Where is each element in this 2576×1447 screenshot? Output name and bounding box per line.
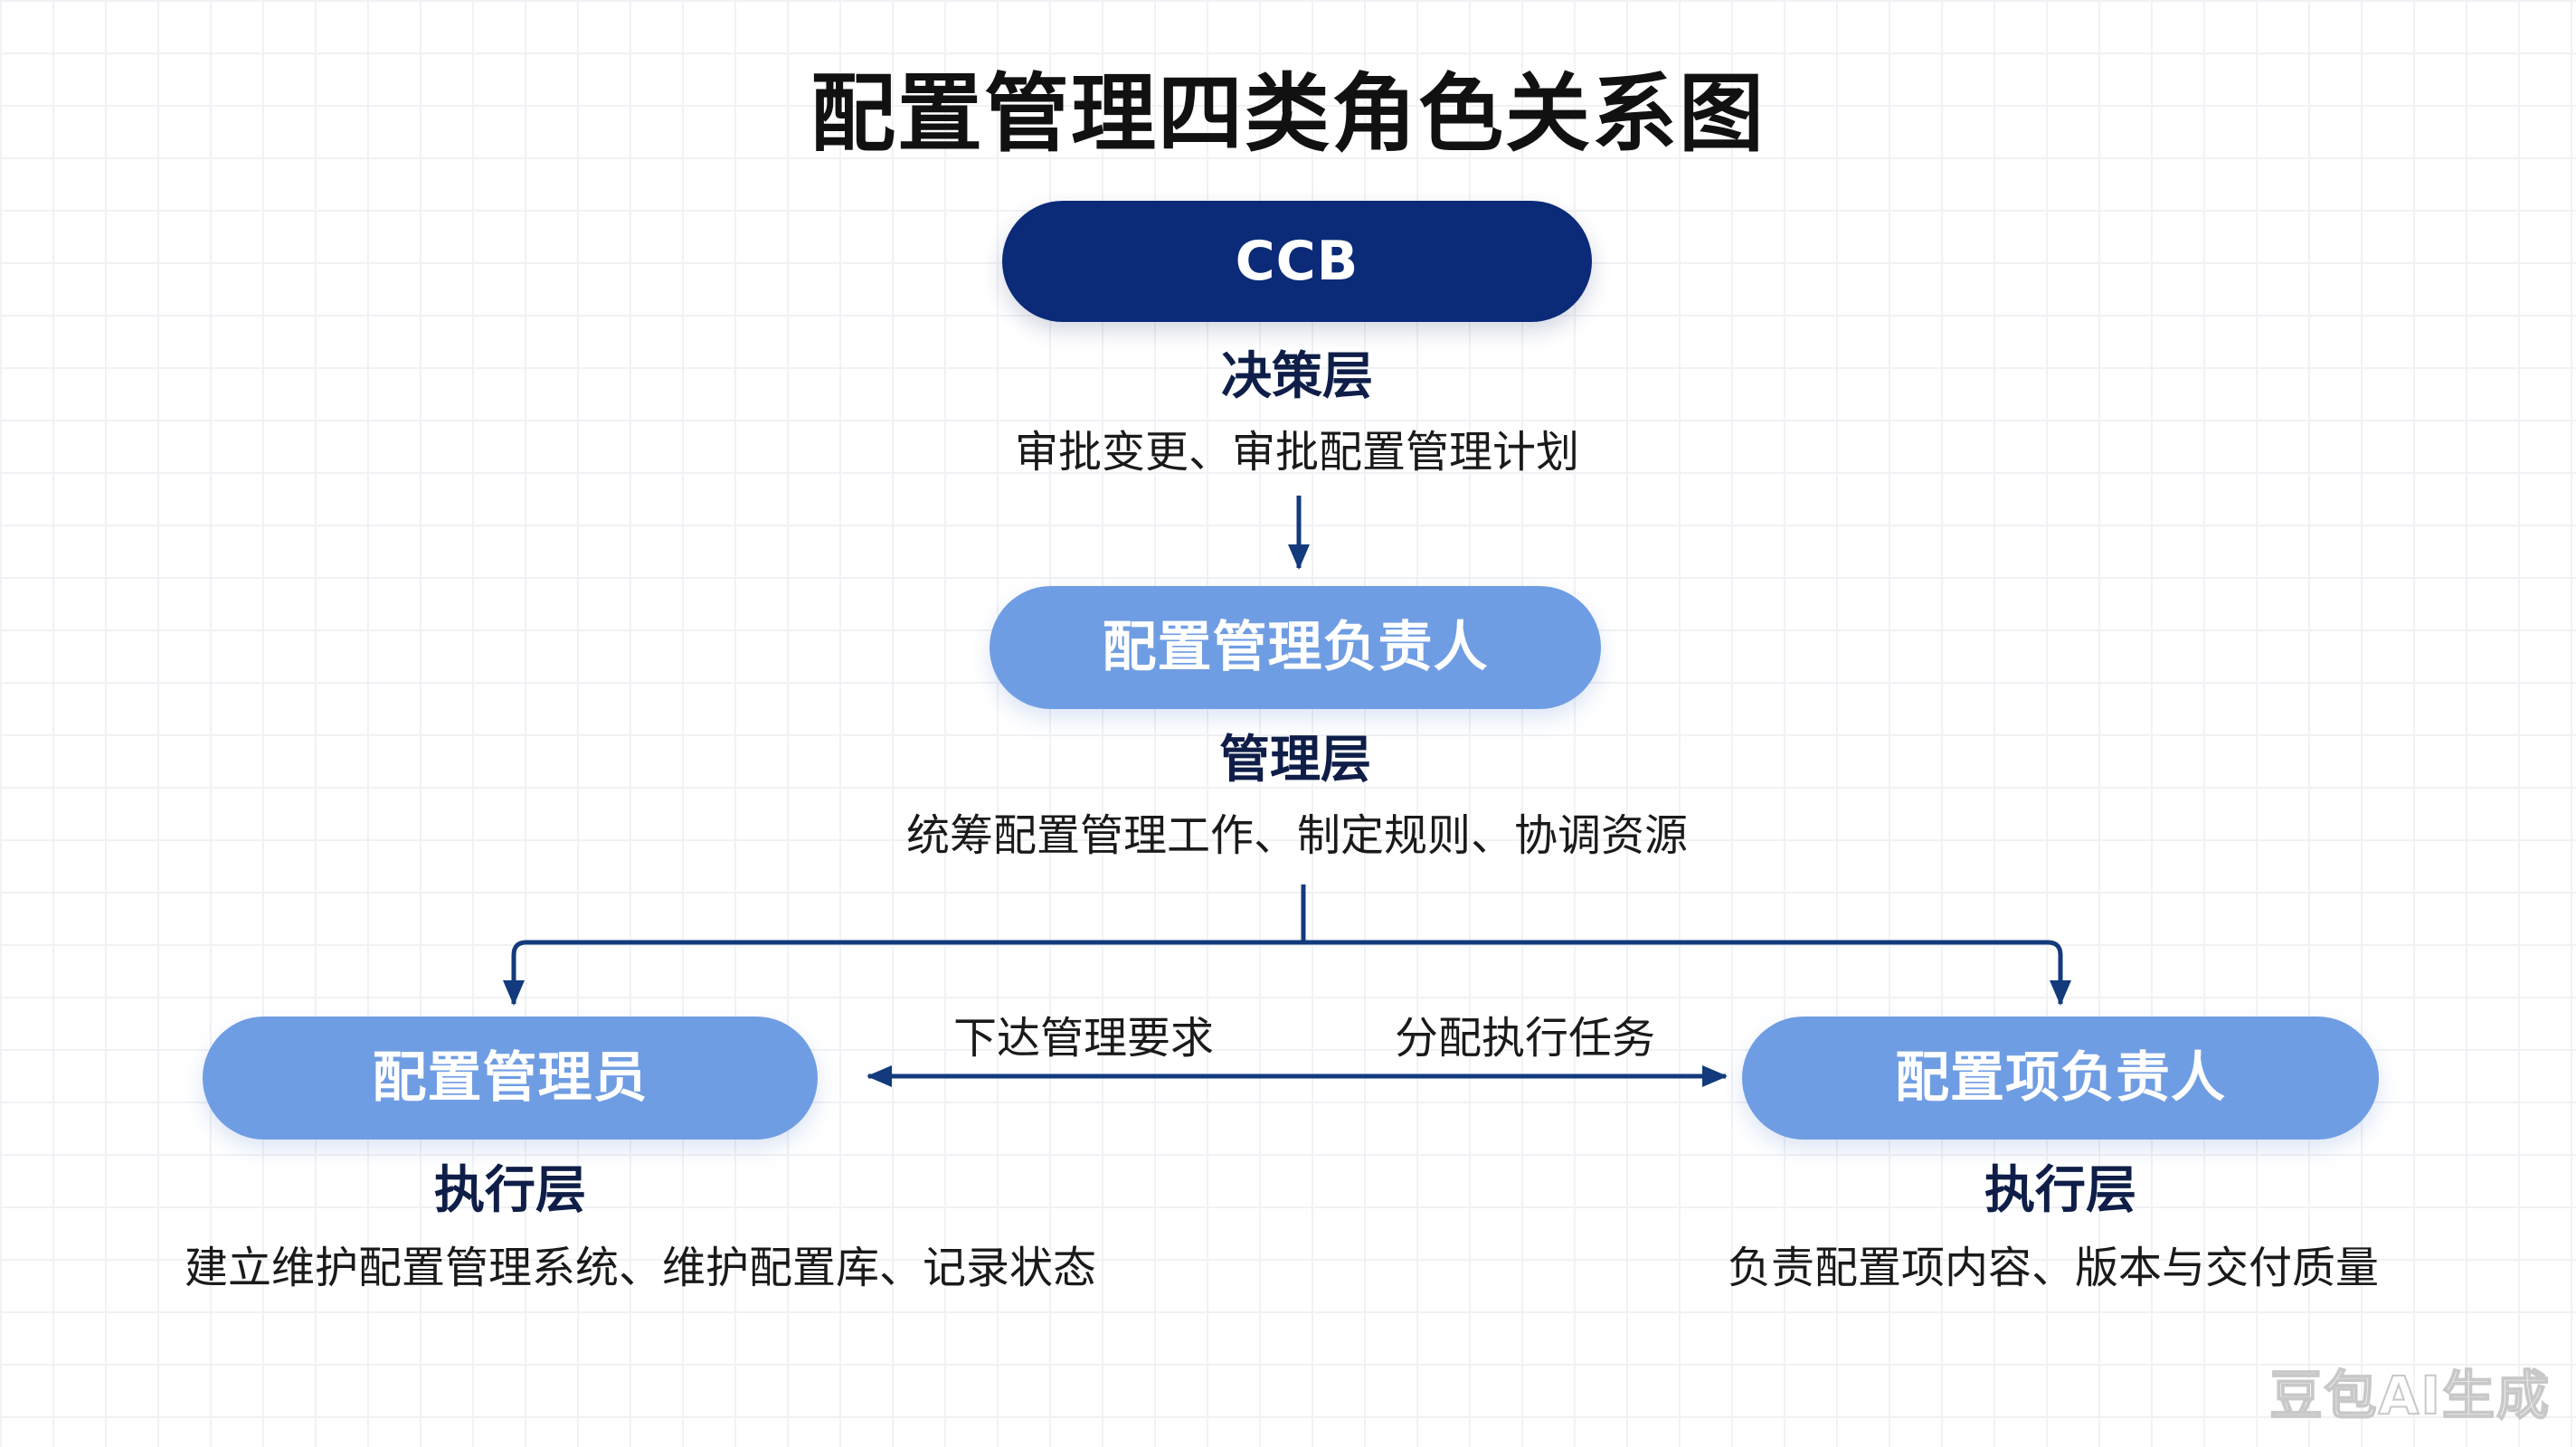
node-config-manager: 配置管理负责人 bbox=[990, 586, 1601, 709]
layer-decision: 决策层 bbox=[1221, 347, 1373, 406]
branch-to-item-owner bbox=[1303, 940, 2071, 1006]
layer-management: 管理层 bbox=[1219, 731, 1371, 790]
node-ccb-label: CCB bbox=[1235, 230, 1359, 293]
page-title: 配置管理四类角色关系图 bbox=[810, 65, 1766, 164]
node-ccb: CCB bbox=[1002, 201, 1592, 322]
node-item-owner-label: 配置项负责人 bbox=[1895, 1046, 2226, 1110]
desc-config-admin: 建立维护配置管理系统、维护配置库、记录状态 bbox=[185, 1243, 1097, 1293]
node-config-admin: 配置管理员 bbox=[203, 1017, 818, 1140]
node-config-admin-label: 配置管理员 bbox=[372, 1046, 649, 1110]
layer-execution-left: 执行层 bbox=[434, 1161, 586, 1220]
desc-config-manager: 统筹配置管理工作、制定规则、协调资源 bbox=[905, 810, 1688, 861]
node-item-owner: 配置项负责人 bbox=[1742, 1017, 2379, 1140]
branch-to-admin bbox=[503, 940, 1303, 1006]
desc-item-owner: 负责配置项内容、版本与交付质量 bbox=[1727, 1243, 2379, 1293]
desc-ccb: 审批变更、审批配置管理计划 bbox=[1014, 427, 1579, 478]
watermark: 豆包AI生成 bbox=[2269, 1364, 2551, 1427]
flow-label-left: 下达管理要求 bbox=[953, 1013, 1215, 1064]
layer-execution-right: 执行层 bbox=[1984, 1161, 2136, 1220]
flow-label-right: 分配执行任务 bbox=[1395, 1013, 1656, 1064]
node-config-manager-label: 配置管理负责人 bbox=[1102, 616, 1489, 679]
